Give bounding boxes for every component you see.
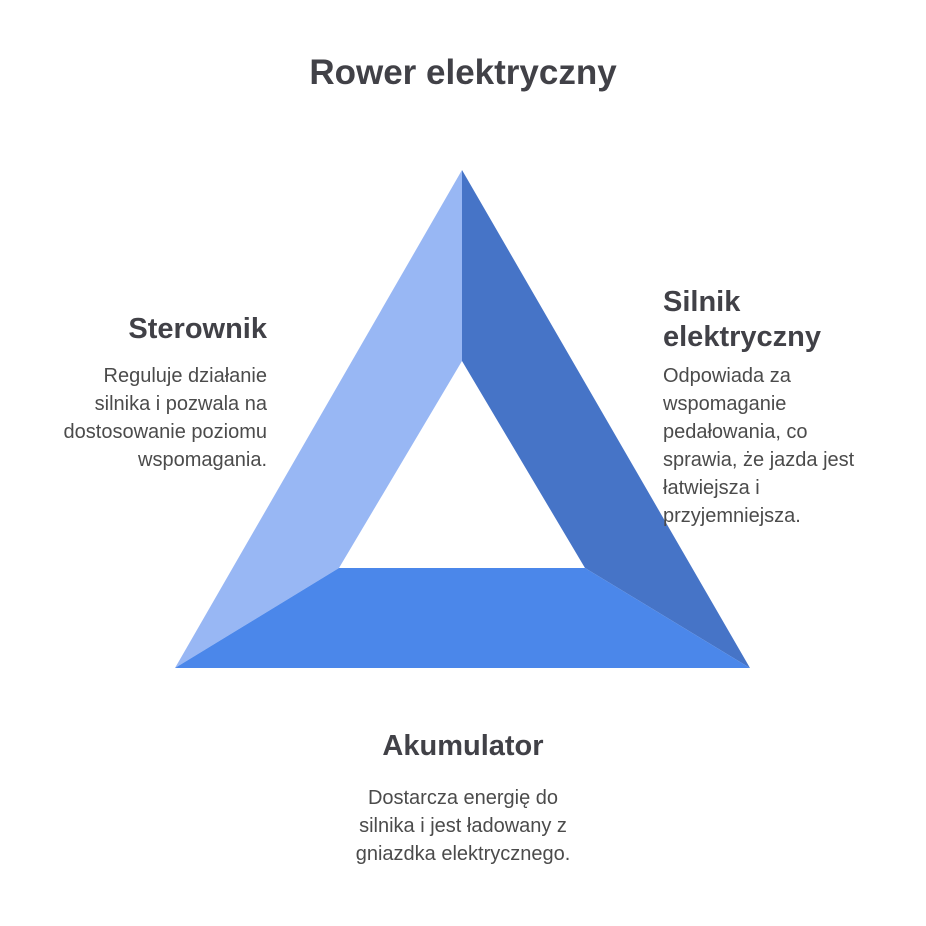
text-line: Reguluje działanie <box>103 365 267 387</box>
text-line: Odpowiada za <box>663 365 791 387</box>
section-silnik: Silnik elektryczny Odpowiada za wspomaga… <box>663 285 893 530</box>
section-silnik-title: Silnik elektryczny <box>663 285 893 355</box>
text-line: silnika i pozwala na <box>94 393 267 415</box>
section-akumulator-title: Akumulator <box>382 730 544 762</box>
text-line: silnika i jest ładowany z <box>359 815 567 837</box>
triangle-side-silnik <box>462 170 750 668</box>
title-line: elektryczny <box>663 321 821 353</box>
section-silnik-description: Odpowiada za wspomaganie pedałowania, co… <box>663 362 893 530</box>
section-sterownik-description: Reguluje działanie silnika i pozwala na … <box>0 362 267 474</box>
triangle-side-akumulator <box>175 568 750 668</box>
text-line: dostosowanie poziomu <box>63 421 267 443</box>
text-line: łatwiejsza i <box>663 477 760 499</box>
triangle-side-sterownik <box>175 170 462 668</box>
section-sterownik: Sterownik Reguluje działanie silnika i p… <box>0 312 267 474</box>
text-line: Dostarcza energię do <box>367 787 559 809</box>
text-line: przyjemniejsza. <box>663 505 801 527</box>
title-line: Silnik <box>663 286 741 318</box>
text-line: sprawia, że jazda jest <box>663 449 855 471</box>
section-sterownik-title: Sterownik <box>128 313 267 345</box>
text-line: pedałowania, co <box>663 421 808 443</box>
text-line: wspomaganie <box>663 393 787 415</box>
section-akumulator-description: Dostarcza energię do silnika i jest łado… <box>0 784 926 868</box>
page-title: Rower elektryczny <box>309 53 617 92</box>
section-akumulator: Akumulator Dostarcza energię do silnika … <box>0 729 926 868</box>
text-line: gniazdka elektrycznego. <box>355 843 571 865</box>
text-line: wspomagania. <box>138 449 267 471</box>
